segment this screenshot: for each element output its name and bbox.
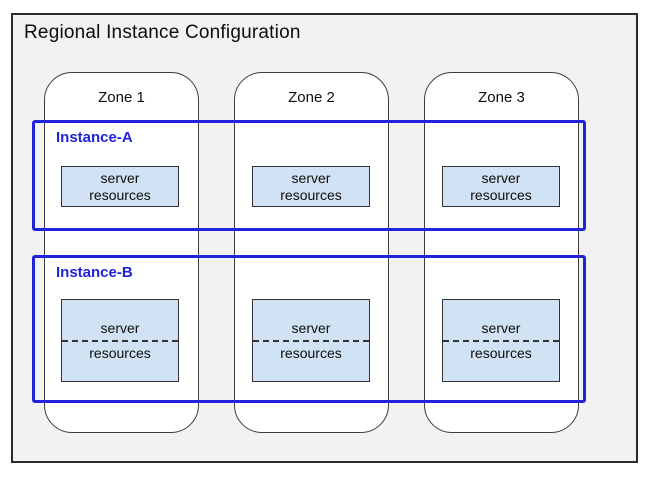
server-resources-box: server resources: [252, 166, 370, 207]
zone-label: Zone 2: [288, 89, 335, 106]
server-box-line2: resources: [470, 344, 532, 361]
server-box-line2: resources: [89, 186, 151, 203]
server-box-line2: resources: [280, 186, 342, 203]
server-resources-box: server resources: [442, 166, 560, 207]
server-box-line2: resources: [470, 186, 532, 203]
server-resources-box: server resources: [61, 166, 179, 207]
server-box-line2: resources: [89, 344, 151, 361]
dashed-divider: [253, 339, 369, 342]
server-box-line1: server: [481, 169, 521, 186]
instance-a-box: Instance-A: [32, 120, 586, 231]
instance-b-box: Instance-B: [32, 255, 586, 403]
server-box-line1: server: [291, 169, 331, 186]
server-resources-box: server resources: [61, 299, 179, 382]
server-box-line1: server: [481, 319, 521, 336]
server-resources-box: server resources: [442, 299, 560, 382]
zone-label: Zone 3: [478, 89, 525, 106]
server-resources-box: server resources: [252, 299, 370, 382]
diagram-title: Regional Instance Configuration: [24, 22, 301, 43]
server-box-line1: server: [100, 169, 140, 186]
zone-label: Zone 1: [98, 89, 145, 106]
dashed-divider: [443, 339, 559, 342]
server-box-line1: server: [291, 319, 331, 336]
region-container: Regional Instance Configuration Zone 1 Z…: [11, 13, 638, 463]
server-box-line2: resources: [280, 344, 342, 361]
server-box-line1: server: [100, 319, 140, 336]
instance-a-label: Instance-A: [56, 129, 133, 146]
dashed-divider: [62, 339, 178, 342]
instance-b-label: Instance-B: [56, 264, 133, 281]
